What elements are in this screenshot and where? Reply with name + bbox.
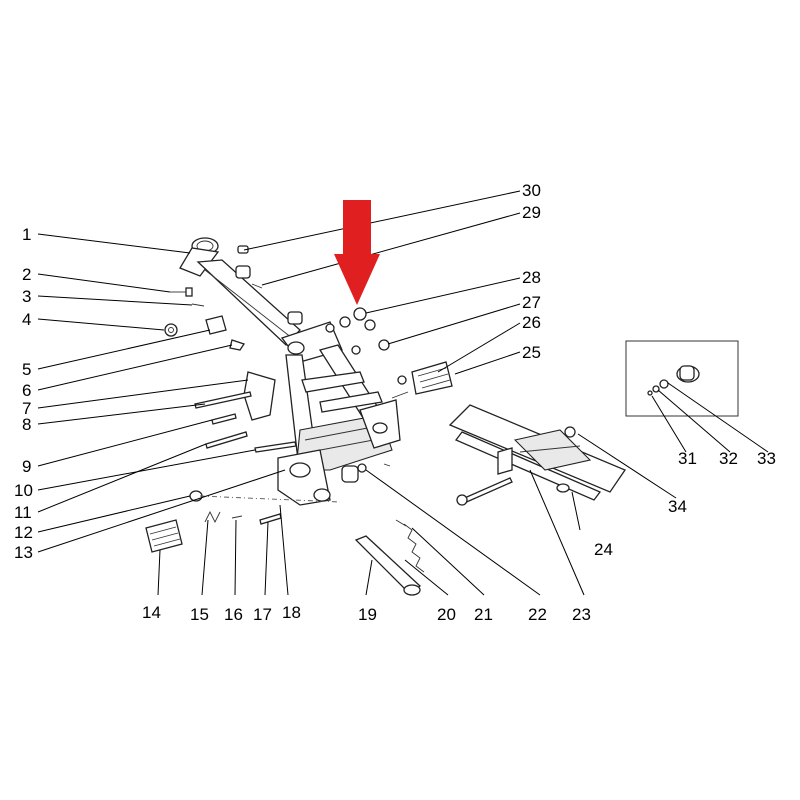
- callout-9: 9: [22, 457, 31, 476]
- callout-6: 6: [22, 381, 31, 400]
- swingarm: [448, 404, 626, 506]
- callout-4: 4: [22, 310, 31, 329]
- small-hardware: [164, 245, 391, 525]
- callout-21: 21: [474, 605, 493, 624]
- callout-10: 10: [14, 481, 33, 500]
- side-stand: [354, 519, 425, 596]
- callout-25: 25: [522, 343, 541, 362]
- callout-26: 26: [522, 313, 541, 332]
- right-footpeg: [391, 361, 453, 399]
- leader-lines: [37, 190, 769, 596]
- callout-29: 29: [522, 203, 541, 222]
- callout-22: 22: [528, 605, 547, 624]
- callout-30: 30: [522, 181, 541, 200]
- inset-parts-box: [625, 340, 739, 417]
- callout-27: 27: [522, 293, 541, 312]
- callout-20: 20: [437, 605, 456, 624]
- callout-1: 1: [22, 225, 31, 244]
- red-arrow-indicator: [334, 200, 380, 305]
- callout-12: 12: [14, 523, 33, 542]
- callout-2: 2: [22, 265, 31, 284]
- callout-18: 18: [282, 603, 301, 622]
- callout-24: 24: [594, 540, 613, 559]
- callout-32: 32: [719, 449, 738, 468]
- callout-14: 14: [142, 603, 161, 622]
- callout-33: 33: [757, 449, 776, 468]
- callout-8: 8: [22, 415, 31, 434]
- callout-labels: 1 2 3 4 5 6 7 8 9 10 11 12 13 14 15 16 1…: [14, 181, 776, 624]
- callout-31: 31: [678, 449, 697, 468]
- callout-13: 13: [14, 543, 33, 562]
- callout-15: 15: [190, 605, 209, 624]
- callout-17: 17: [253, 605, 272, 624]
- callout-34: 34: [668, 497, 687, 516]
- callout-16: 16: [224, 605, 243, 624]
- main-frame: [179, 237, 401, 506]
- callout-28: 28: [522, 268, 541, 287]
- callout-19: 19: [358, 605, 377, 624]
- callout-7: 7: [22, 399, 31, 418]
- callout-23: 23: [572, 605, 591, 624]
- left-footpeg: [145, 519, 183, 553]
- callout-11: 11: [14, 503, 32, 522]
- callout-3: 3: [22, 287, 31, 306]
- callout-5: 5: [22, 360, 31, 379]
